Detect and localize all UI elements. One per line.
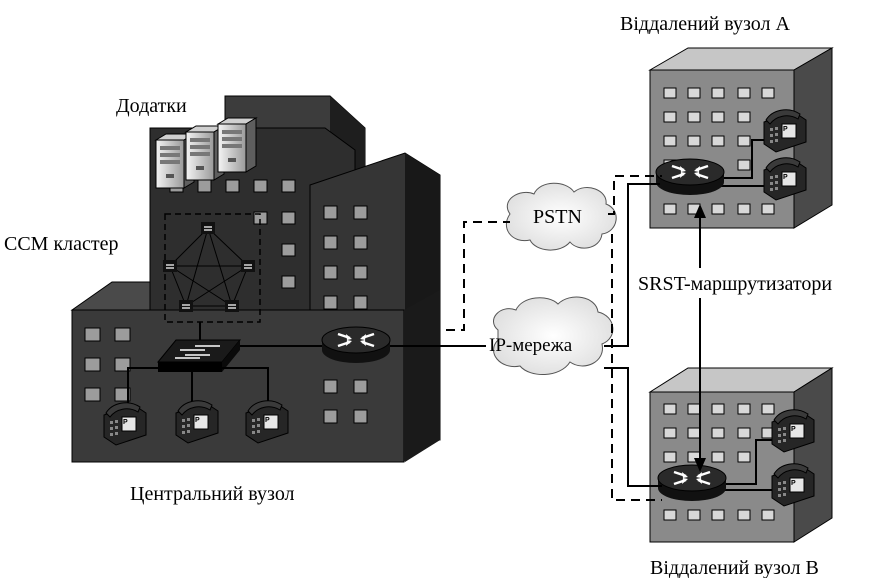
srst-label-bg: [636, 268, 872, 298]
ip-badge-text: IP: [263, 417, 270, 424]
ip-badge-text: IP: [781, 126, 788, 133]
ip-badge-text: IP: [789, 480, 796, 487]
applications-label: Додатки: [116, 95, 187, 117]
ip-badge-text: IP: [789, 426, 796, 433]
ccm-cluster-label: CCM кластер: [4, 233, 119, 255]
pstn-label: PSTN: [533, 206, 582, 228]
ccm-cluster: [162, 213, 261, 323]
central-ip-phones: IP IP IP: [103, 400, 289, 446]
ip-badge-text: IP: [121, 419, 128, 426]
remote-site-a-label: Віддалений вузол А: [620, 13, 791, 35]
ip-badge-text: IP: [781, 174, 788, 181]
ip-badge-text: IP: [193, 417, 200, 424]
srst-routers-label: SRST-маршрутизатори: [638, 273, 832, 295]
central-router: [320, 325, 392, 365]
pstn-cloud: [505, 182, 617, 251]
remote-building-b: IP IP: [648, 367, 834, 543]
srst-link: [694, 204, 706, 472]
central-switch: [156, 339, 242, 372]
remote-site-b-label: Віддалений вузол B: [650, 557, 819, 578]
remote-building-a: IP IP: [648, 47, 834, 229]
ip-links: [390, 183, 662, 487]
central-site-label: Центральний вузол: [130, 483, 295, 505]
pstn-links: [446, 175, 662, 501]
ip-network-label: IP-мережа: [489, 335, 573, 356]
